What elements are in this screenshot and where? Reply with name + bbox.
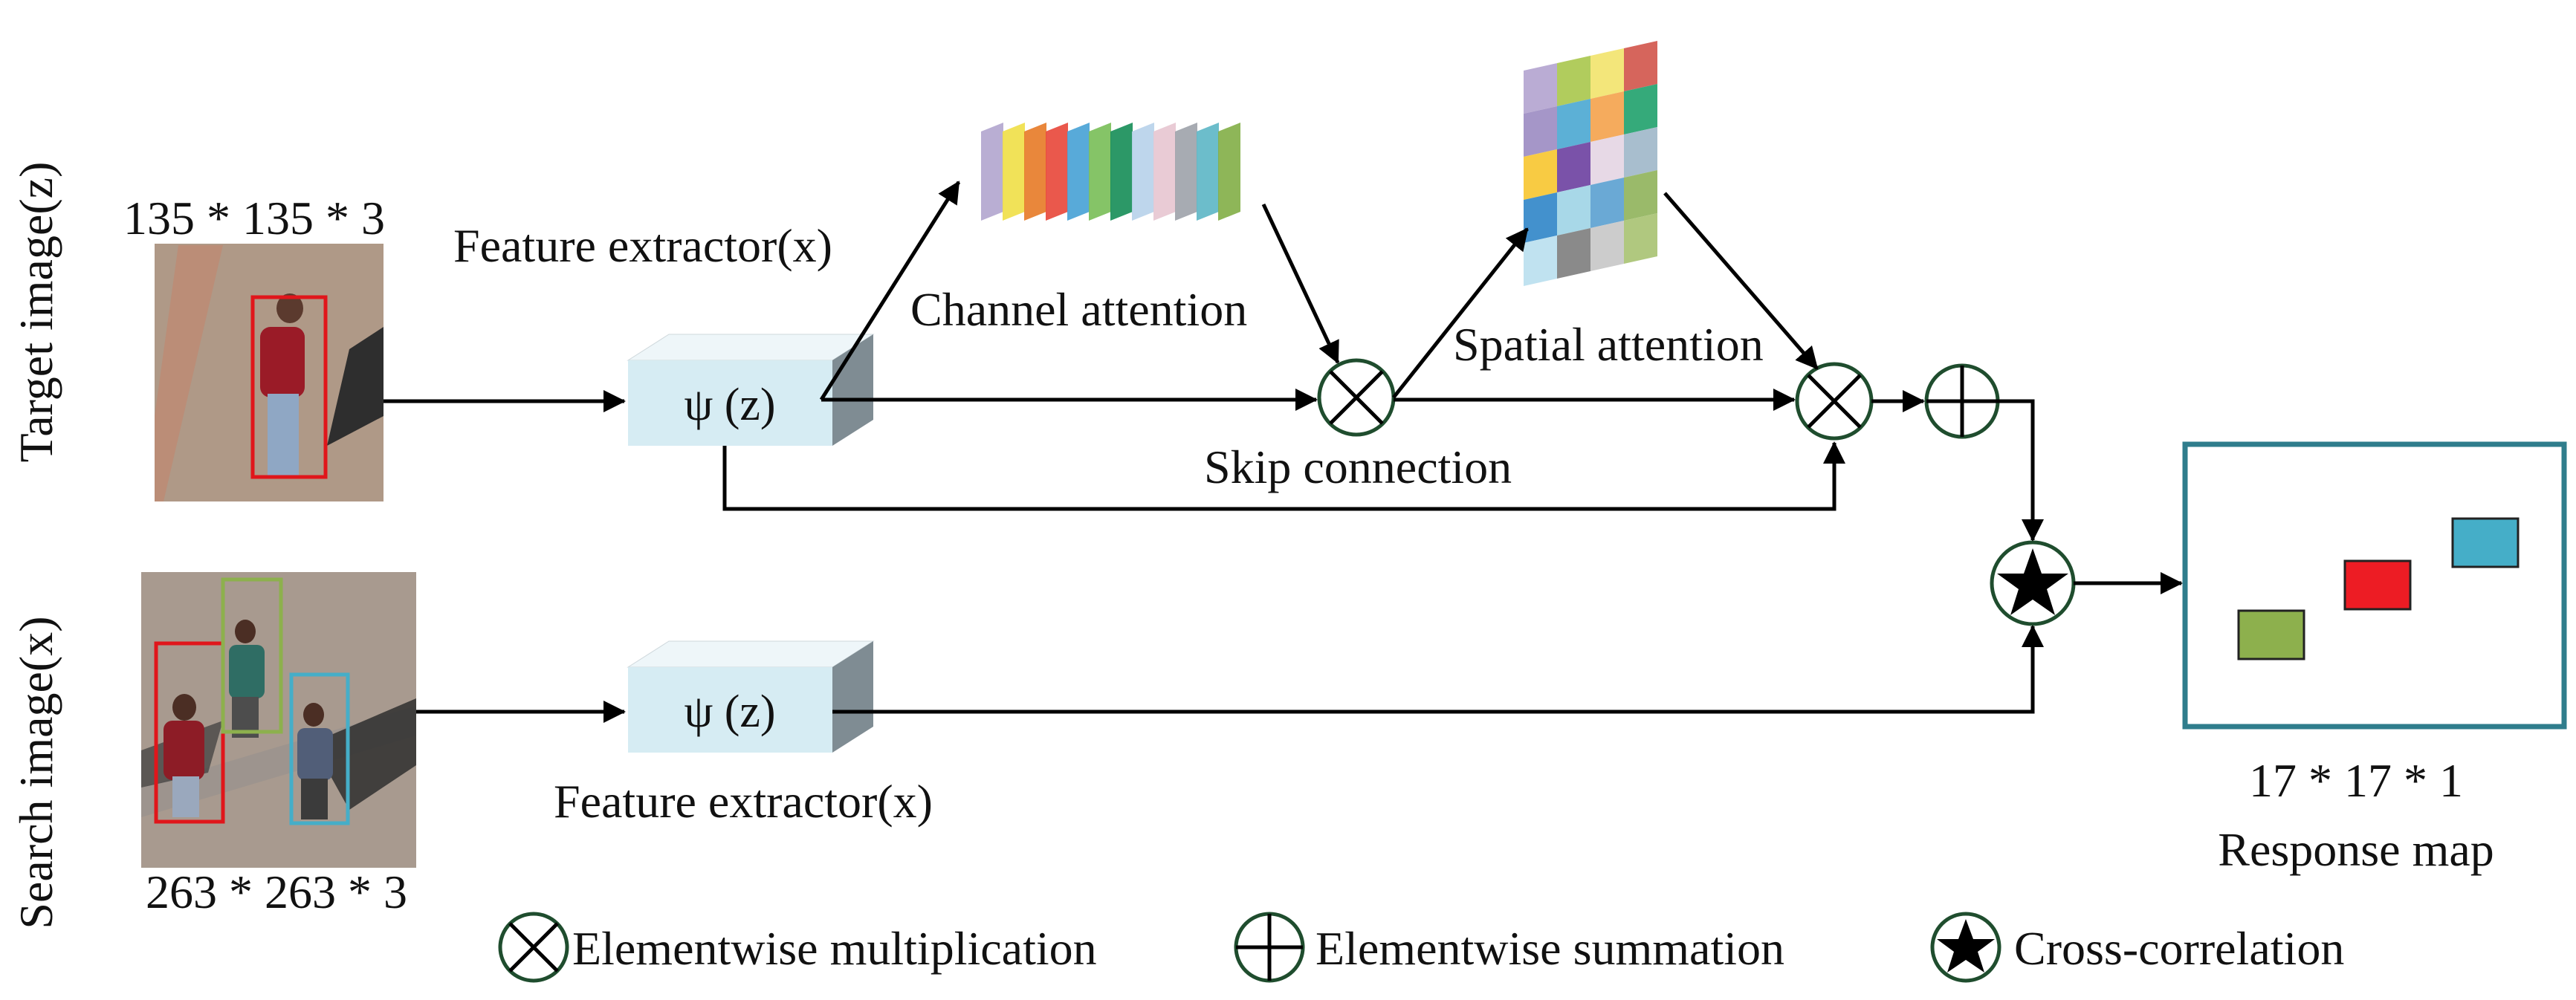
spatial-cell [1590,134,1624,185]
multiply-operator-1 [1317,358,1396,437]
response-box-green [2237,609,2305,660]
channel-stripe [1089,123,1111,221]
spatial-cell [1524,192,1557,243]
channel-attention-tensor [981,123,1240,221]
legend: Elementwise multiplication Elementwise s… [498,912,2344,983]
feature-extractor-block-bottom [627,640,875,753]
skip-connection-label: Skip connection [1204,441,1512,493]
spatial-cell [1557,99,1590,149]
search-size-label: 263 * 263 * 3 [146,866,407,918]
spatial-cell [1524,106,1557,157]
spatial-cell [1524,149,1557,200]
feature-extractor-top-label: Feature extractor(x) [453,219,832,272]
channel-attention-label: Channel attention [910,283,1247,336]
response-box-blue [2451,517,2520,568]
connections [384,181,2183,723]
psi-bottom-label: ψ (z) [684,686,775,737]
search-image [141,572,416,868]
target-size-label: 135 * 135 * 3 [123,192,385,244]
channel-stripe [1003,123,1025,221]
channel-stripe [1067,123,1090,221]
channel-stripe [1024,123,1046,221]
channel-stripe [1197,123,1219,221]
response-map-label: Response map [2218,823,2494,876]
sum-operator [1924,363,2000,439]
feature-extractor-bottom-label: Feature extractor(x) [554,775,933,828]
response-map [2182,441,2567,730]
spatial-cell [1624,213,1657,264]
spatial-attention-label: Spatial attention [1453,318,1764,371]
target-image [155,244,384,501]
spatial-cell [1557,56,1590,106]
spatial-cell [1524,63,1557,114]
response-box-red [2343,559,2412,611]
spatial-cell [1524,236,1557,286]
psi-top-label: ψ (z) [684,380,775,430]
channel-stripe [1110,123,1133,221]
spatial-cell [1590,178,1624,228]
spatial-cell [1557,142,1590,192]
spatial-cell [1590,91,1624,142]
channel-stripe [1046,123,1068,221]
elementwise-multiplication-icon [498,912,569,983]
search-image-side-label: Search image(x) [10,616,62,929]
response-size-label: 17 * 17 * 1 [2249,754,2463,807]
legend-label-cross-correlation: Cross-correlation [2014,922,2344,975]
spatial-cell [1557,185,1590,236]
spatial-attention-tensor [1524,41,1657,286]
legend-label-summation: Elementwise summation [1315,922,1784,975]
cross-correlation-icon [1930,912,2001,983]
spatial-cell [1624,41,1657,91]
spatial-cell [1590,221,1624,271]
cross-correlation-operator [1990,540,2076,626]
channel-stripe [1132,123,1154,221]
spatial-cell [1557,228,1590,279]
channel-stripe [1153,123,1176,221]
channel-stripe [1218,123,1240,221]
legend-label-multiplication: Elementwise multiplication [572,922,1097,975]
target-image-side-label: Target image(z) [10,162,62,463]
spatial-cell [1590,48,1624,99]
multiply-operator-2 [1795,362,1874,441]
spatial-cell [1624,127,1657,178]
channel-stripe [981,123,1003,221]
spatial-cell [1624,170,1657,221]
channel-stripe [1175,123,1197,221]
spatial-cell [1624,84,1657,134]
feature-extractor-block-top [627,334,875,446]
elementwise-summation-icon [1234,912,1305,983]
